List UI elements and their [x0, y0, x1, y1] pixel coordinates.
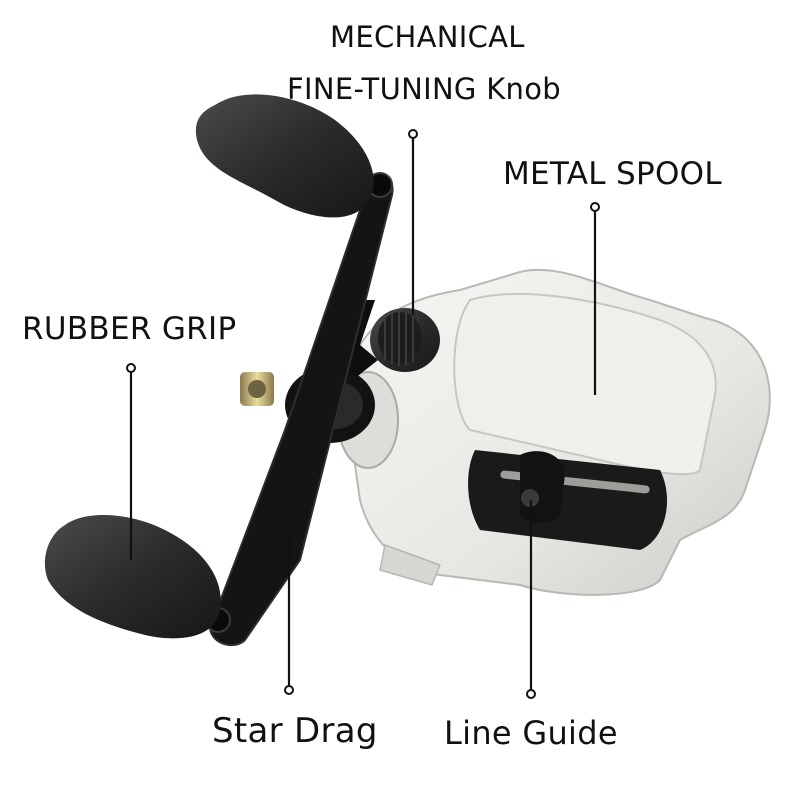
label-knob-line2: FINE-TUNING Knob	[287, 72, 561, 106]
label-knob-line1: MECHANICAL	[330, 20, 525, 54]
leader-dot-spool	[590, 202, 600, 212]
leader-dot-drag	[284, 685, 294, 695]
leader-dot-guide	[526, 689, 536, 699]
rubber-grip-lower	[44, 514, 221, 639]
leader-lines	[129, 136, 597, 692]
leader-dots	[126, 129, 600, 699]
label-line-guide: Line Guide	[444, 714, 618, 752]
leader-dot-grip	[126, 363, 136, 373]
rubber-grip-upper	[195, 94, 374, 218]
fine-tuning-knob	[370, 308, 440, 372]
label-metal-spool: METAL SPOOL	[503, 156, 722, 192]
leader-dot-knob	[408, 129, 418, 139]
label-star-drag: Star Drag	[212, 711, 378, 751]
handle-arm	[205, 172, 394, 647]
label-rubber-grip: RUBBER GRIP	[22, 311, 237, 347]
